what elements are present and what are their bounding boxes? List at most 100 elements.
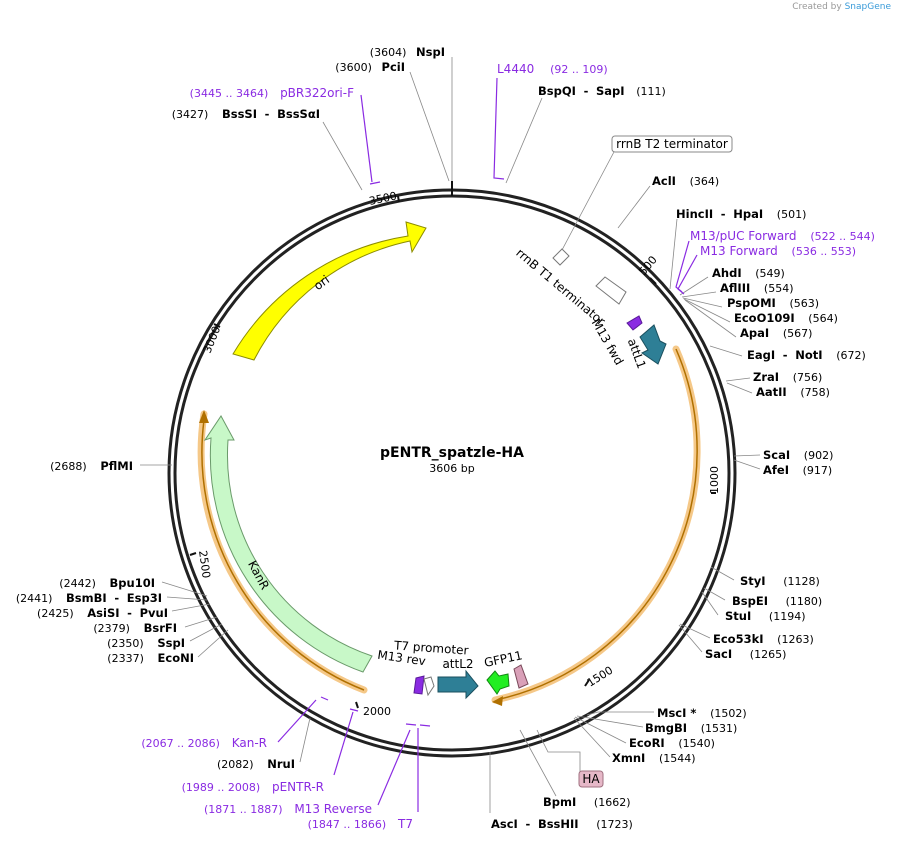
tick-label-2000: 2000 [363,705,391,718]
enzyme-name2-bsshii: BssHII [538,817,579,831]
enzyme-label-bspei: BspEI (1180) [732,594,822,608]
primer-range-m13rev: (1871 .. 1887) [204,803,283,816]
enzyme-pos-eco53ki: (1263) [777,633,814,646]
enzyme-pos-zrai: (756) [793,371,823,384]
enzyme-sep-hpai: - [721,207,726,221]
enzyme-name2-bspqi: SapI [596,84,625,98]
enzyme-name-bsssi: BssSI [222,107,257,121]
primer-pbr-tick [369,181,381,185]
enzyme-label-msci: MscI * (1502) [657,706,747,720]
enzyme-label-nspi: (3604) NspI [370,45,445,59]
enzyme-sep-bsssi: - [265,107,270,121]
enzyme-name-styi: StyI [740,574,766,588]
enzyme-label-ecoo109i: EcoO109I (564) [734,311,838,325]
enzyme-name-saci: SacI [705,647,732,661]
leader-pvui [171,603,211,612]
leader-ecori [574,716,627,744]
enzyme-pos-pflmi: (2688) [50,460,87,473]
attL2-arrow [437,669,479,700]
enzyme-pos-bspqi: (111) [636,85,666,98]
enzyme-name-asci: AscI [491,817,518,831]
ha-label: HA [582,772,600,786]
leader-pspomi [682,297,723,308]
enzyme-name-xmni: XmnI [612,751,645,765]
tick-2000 [355,701,359,709]
enzyme-name-eco53ki: Eco53kI [713,632,764,646]
primer-label-t7: (1847 .. 1866) T7 [308,817,413,831]
enzyme-name-pspomi: PspOMI [727,296,776,310]
primer-name-pentr: pENTR-R [272,780,324,794]
enzyme-name-acli: AclI [652,174,676,188]
leader-noti [709,345,743,357]
rrnb-t2-box [611,135,733,153]
tick-label-3500: 3500 [368,189,398,208]
tick-label-1000: 1000 [708,466,721,494]
primer-range-pbr322: (3445 .. 3464) [190,87,269,100]
enzyme-pos-bsssi: (3427) [172,108,209,121]
leader-stui [701,591,719,616]
enzyme-sep-pvui: - [127,606,132,620]
primer-t7-tick [419,724,431,727]
enzyme-label-afei: AfeI (917) [763,463,832,477]
m13-fwd-arrow [626,315,643,331]
tick-marks [189,195,716,709]
enzyme-name-scai: ScaI [763,448,790,462]
enzyme-sep-esp3i: - [114,591,119,605]
primer-range-t7: (1847 .. 1866) [308,818,387,831]
primer-label-kanr: (2067 .. 2086) Kan-R [141,736,267,750]
primer-name-pbr322: pBR322ori-F [280,86,354,100]
enzyme-pos-acli: (364) [690,175,720,188]
enzyme-name-bpu10i: Bpu10I [110,576,155,590]
enzyme-sep-bsshii: - [526,817,531,831]
enzyme-label-sspi: (2350) SspI [107,636,185,650]
enzyme-label-zrai: ZraI (756) [753,370,822,384]
enzyme-pos-noti: (672) [836,349,866,362]
enzyme-label-bspqi: BspQI - SapI (111) [538,84,666,98]
orf-arc-right-head [492,696,503,706]
primer-label-pbr322: (3445 .. 3464) pBR322ori-F [190,86,354,100]
enzyme-label-pflmi: (2688) PflMI [50,459,133,473]
enzyme-pos-bpmi: (1662) [594,796,631,809]
primer-m13rev-tick [405,723,417,726]
enzyme-pos-pcii: (3600) [335,61,372,74]
enzyme-name-nrui: NruI [267,757,295,771]
leader-afliii [681,291,717,298]
ori-arrow [232,221,427,361]
leader-afei [733,459,761,470]
primer-pbr-mark [360,94,373,183]
leader-aatii [726,382,753,394]
watermark-prefix: Created by [792,2,842,12]
enzyme-pos-ecoo109i: (564) [808,312,838,325]
enzyme-name-pflmi: PflMI [100,459,133,473]
orf-arc-left-core [201,419,365,691]
leader-xmni [573,717,611,758]
primer-label-pentr: (1989 .. 2008) pENTR-R [182,780,324,794]
enzyme-pos-esp3i: (2441) [16,592,53,605]
enzyme-name-afei: AfeI [763,463,789,477]
enzyme-pos-hpai: (501) [777,208,807,221]
enzyme-name2-pvui: PvuI [140,606,168,620]
leader-eco53ki [679,623,711,639]
enzyme-name-bsrfi: BsrFI [144,621,177,635]
tick-label-500: 500 [636,253,659,277]
enzyme-name-aatii: AatII [756,385,787,399]
enzyme-pos-ahdi: (549) [755,267,785,280]
attL1-arrow [639,324,667,365]
enzyme-pos-scai: (902) [804,449,834,462]
enzyme-label-esp3i: (2441) BsmBI - Esp3I [16,591,162,605]
enzyme-pos-pspomi: (563) [789,297,819,310]
enzyme-pos-bsrfi: (2379) [93,622,130,635]
tick-label-3000: 3000 [201,324,224,355]
enzyme-name-ahdi: AhdI [712,266,742,280]
m13-rev-label: M13 rev [377,648,427,669]
enzyme-name-nspi: NspI [416,45,445,59]
tick-label-2500: 2500 [196,550,213,580]
t7-promoter-arrow [423,676,435,697]
plasmid-length: 3606 bp [429,462,474,475]
t7-promoter-label: T7 promoter [393,638,469,657]
enzyme-label-bsrfi: (2379) BsrFI [93,621,177,635]
enzyme-pos-msci: (1502) [710,707,747,720]
primer-kanr-mark [277,699,317,743]
enzyme-pos-nrui: (2082) [217,758,254,771]
leader-acli [617,185,651,229]
